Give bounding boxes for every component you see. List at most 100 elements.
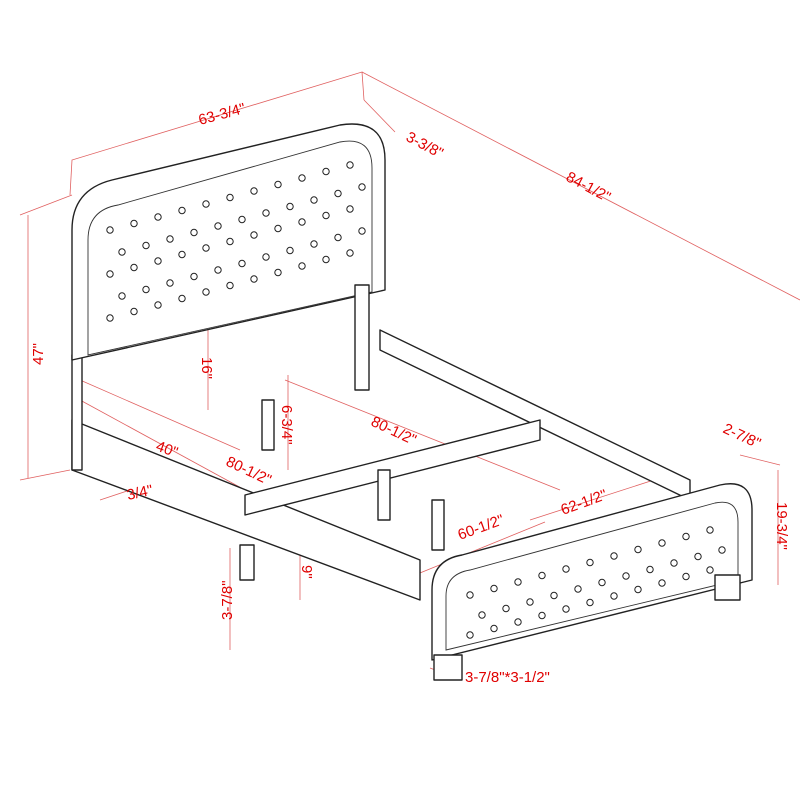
dim-inner-length-top: 80-1/2"	[368, 413, 419, 449]
tuft-button-icon	[466, 591, 474, 599]
tuft-button-icon	[694, 552, 702, 561]
dim-outer-width: 62-1/2"	[559, 486, 610, 518]
tuft-button-icon	[478, 611, 486, 619]
tuft-button-icon	[130, 263, 138, 272]
tuft-button-icon	[586, 558, 594, 567]
tuft-button-icon	[106, 226, 114, 234]
dimension-lines	[19, 71, 800, 681]
tuft-button-icon	[538, 611, 546, 620]
tuft-button-icon	[130, 219, 138, 228]
tuft-button-icon	[682, 572, 690, 581]
dim-center-rail: 40"	[154, 438, 181, 462]
tuft-button-icon	[718, 546, 726, 554]
dim-foot-leg: 3-7/8"*3-1/2"	[465, 669, 550, 686]
center-leg	[377, 469, 391, 521]
tuft-button-icon	[298, 262, 306, 270]
tuft-button-icon	[130, 307, 138, 316]
tuft-button-icon	[118, 248, 126, 256]
tuft-button-icon	[646, 565, 654, 574]
tuft-button-icon	[142, 285, 150, 294]
tuft-button-icon	[322, 211, 330, 220]
tuft-button-icon	[154, 213, 162, 221]
tuft-button-icon	[346, 205, 354, 213]
tuft-button-icon	[166, 279, 174, 287]
side-leg	[239, 544, 255, 581]
tuft-button-icon	[118, 292, 126, 300]
tuft-button-icon	[310, 240, 318, 248]
tuft-button-icon	[526, 598, 534, 606]
tuft-button-icon	[250, 187, 258, 195]
tuft-button-icon	[298, 174, 306, 182]
tuft-button-icon	[514, 578, 522, 586]
tuft-button-icon	[154, 257, 162, 265]
tuft-button-icon	[634, 545, 642, 554]
tuft-button-icon	[334, 233, 342, 242]
tuft-button-icon	[634, 585, 642, 594]
tuft-button-icon	[214, 222, 222, 230]
tuft-button-icon	[706, 526, 714, 534]
tuft-button-icon	[514, 618, 522, 626]
tuft-button-icon	[178, 206, 186, 215]
tuft-button-icon	[550, 591, 558, 600]
tuft-button-icon	[346, 249, 354, 257]
tuft-button-icon	[190, 228, 198, 237]
tuft-button-icon	[682, 532, 690, 541]
tuft-button-icon	[106, 314, 114, 322]
dim-footboard-depth: 2-7/8"	[720, 420, 763, 452]
tuft-button-icon	[574, 585, 582, 593]
tuft-button-icon	[538, 571, 546, 580]
tuft-button-icon	[166, 235, 174, 243]
footboard-leg	[433, 654, 463, 681]
tuft-button-icon	[298, 218, 306, 226]
tuft-button-icon	[178, 250, 186, 259]
headboard-leg	[354, 284, 370, 391]
dim-leg-height: 6-3/4"	[278, 405, 295, 445]
footboard	[431, 483, 753, 661]
tuft-button-icon	[322, 255, 330, 264]
tuft-button-icon	[358, 227, 366, 235]
tuft-button-icon	[322, 167, 330, 176]
tuft-button-icon	[178, 294, 186, 303]
tuft-button-icon	[142, 241, 150, 250]
tuft-button-icon	[670, 559, 678, 567]
tuft-button-icon	[226, 193, 234, 202]
tuft-button-icon	[202, 244, 210, 252]
tuft-button-icon	[274, 224, 282, 233]
tuft-button-icon	[658, 539, 666, 547]
center-leg	[431, 499, 445, 551]
tuft-button-icon	[490, 584, 498, 593]
dim-side-leg: 3-7/8"	[219, 580, 236, 620]
tuft-button-icon	[190, 272, 198, 281]
tuft-button-icon	[226, 281, 234, 290]
footboard-leg	[714, 574, 741, 601]
tuft-button-icon	[274, 180, 282, 189]
tuft-button-icon	[274, 268, 282, 277]
tuft-button-icon	[622, 572, 630, 580]
tuft-button-icon	[466, 631, 474, 639]
tuft-button-icon	[310, 196, 318, 204]
tuft-button-icon	[262, 209, 270, 217]
tuft-button-icon	[154, 301, 162, 309]
tuft-button-icon	[562, 605, 570, 613]
tuft-button-icon	[226, 237, 234, 246]
dim-footboard-height: 19-3/4"	[773, 502, 790, 550]
dim-overall-height: 47"	[30, 343, 47, 365]
tuft-button-icon	[610, 552, 618, 560]
center-leg	[261, 399, 275, 451]
dim-overall-width: 63-3/4"	[197, 100, 248, 129]
tuft-button-icon	[286, 246, 294, 255]
tuft-button-icon	[106, 270, 114, 278]
tuft-button-icon	[598, 578, 606, 587]
headboard-post	[71, 354, 83, 471]
dim-headboard-clearance: 16"	[198, 357, 215, 379]
tuft-button-icon	[238, 259, 246, 268]
center-rail	[244, 419, 541, 516]
dim-rail-thickness: 3/4"	[125, 482, 154, 504]
tuft-button-icon	[346, 161, 354, 169]
tuft-button-icon	[202, 288, 210, 296]
tuft-button-icon	[262, 253, 270, 261]
tuft-button-icon	[706, 566, 714, 574]
tuft-button-icon	[238, 215, 246, 224]
